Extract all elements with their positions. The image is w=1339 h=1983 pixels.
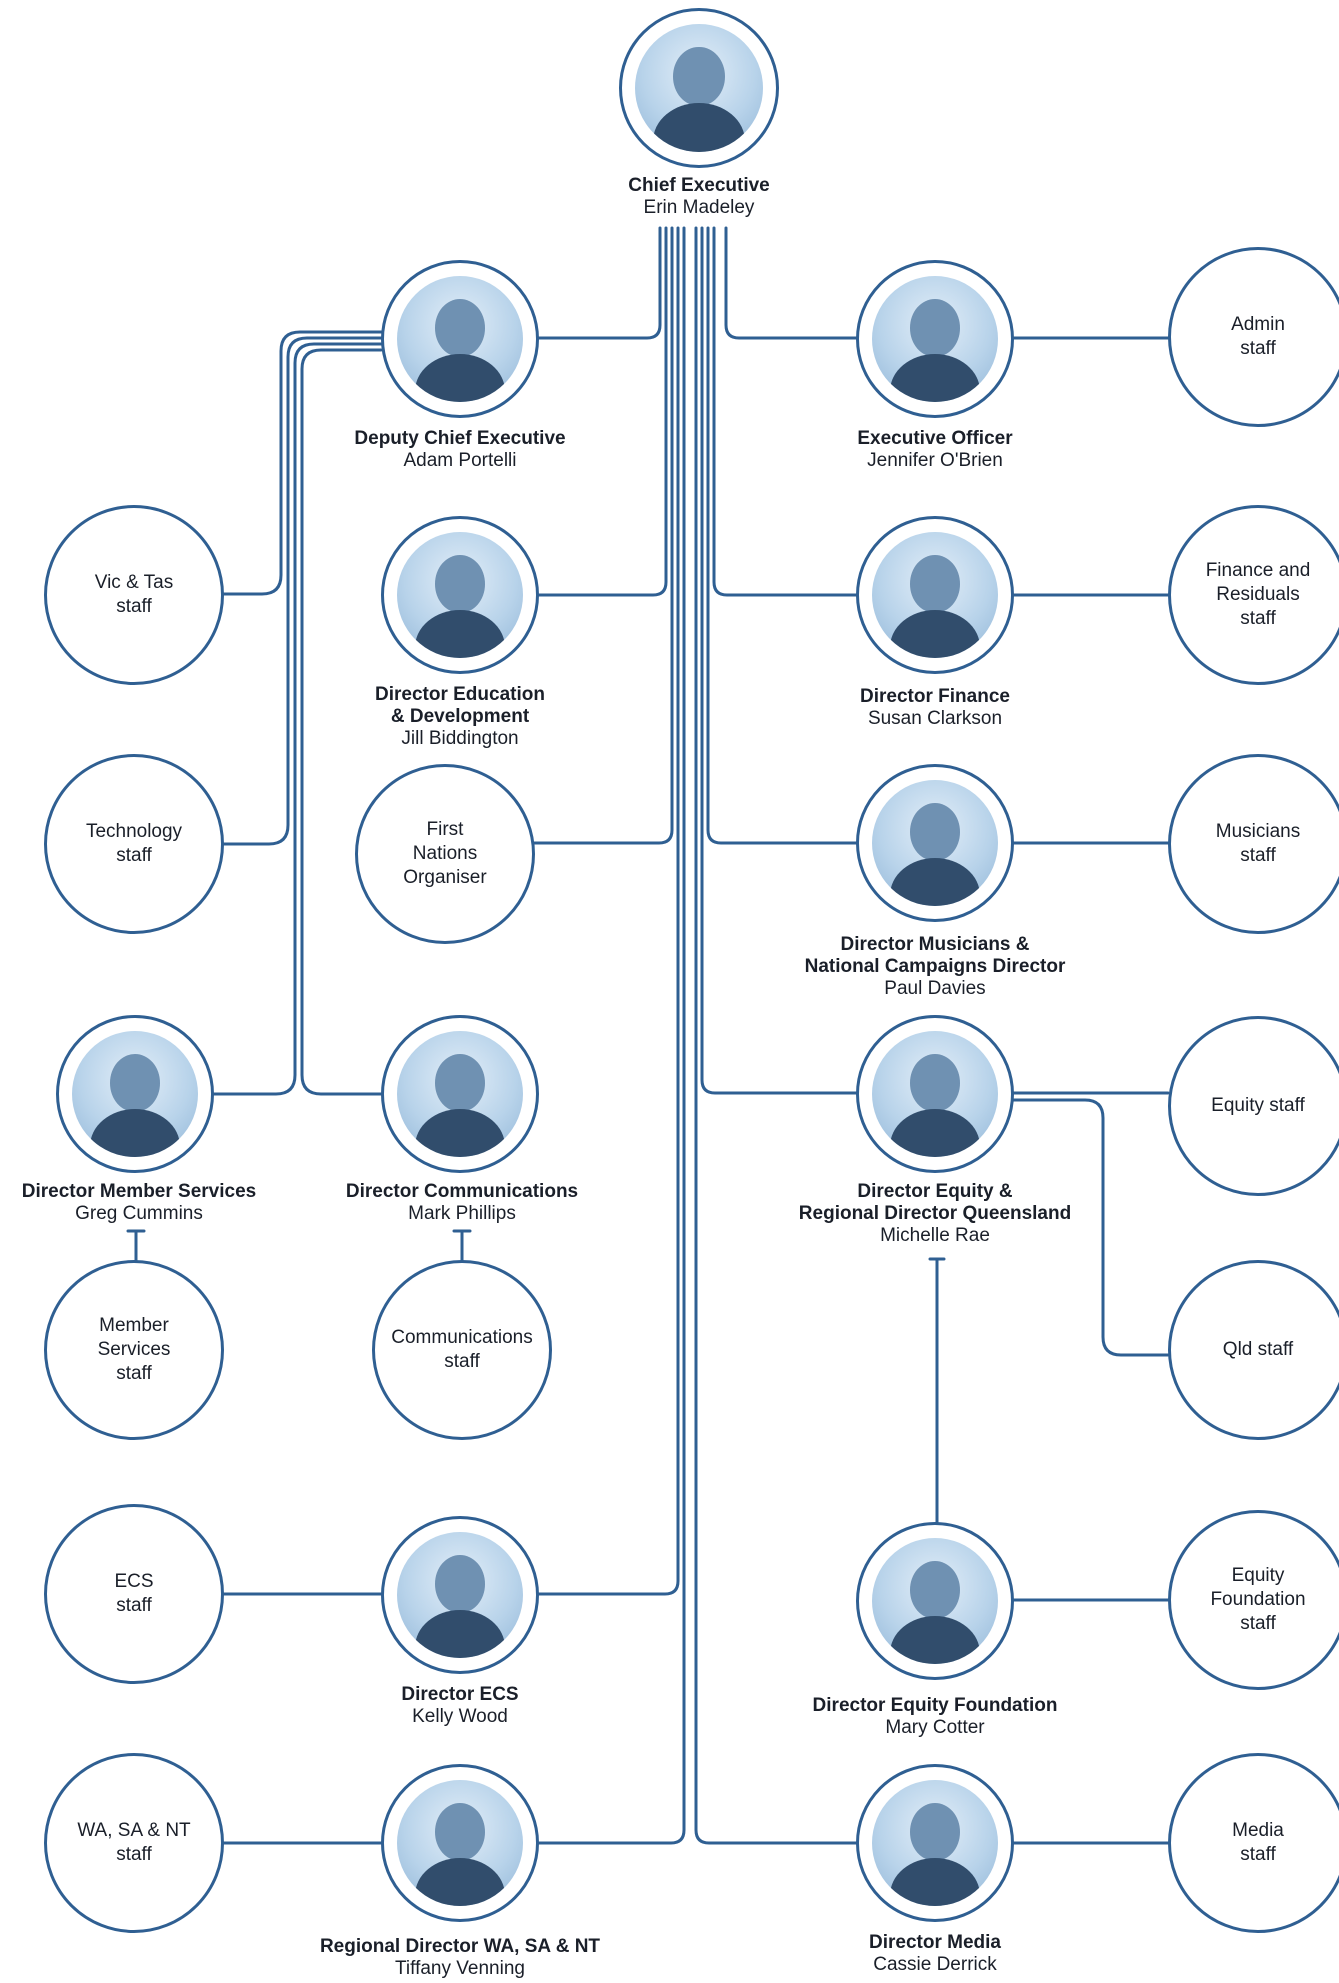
staff-musicians: Musicians staff — [1168, 754, 1339, 934]
label-director-musicians: Director Musicians & National Campaigns … — [804, 934, 1066, 999]
staff-technology: Technology staff — [44, 754, 224, 934]
line-ceo-ecs — [531, 226, 680, 1596]
label-director-finance: Director Finance Susan Clarkson — [860, 686, 1010, 729]
line-deputy-technology — [221, 336, 383, 846]
line-ceo-equity — [700, 226, 865, 1095]
staff-qld: Qld staff — [1168, 1260, 1339, 1440]
line-ceo-education — [531, 226, 668, 597]
staff-admin: Admin staff — [1168, 247, 1339, 427]
line-ceo-first-nations — [531, 226, 674, 845]
staff-communications: Communications staff — [372, 1260, 552, 1440]
photo-deputy-chief-executive — [381, 260, 539, 418]
photo-director-finance — [856, 516, 1014, 674]
photo-director-media — [856, 1764, 1014, 1922]
label-director-communications: Director Communications Mark Phillips — [345, 1181, 579, 1224]
line-ceo-musicians — [706, 226, 865, 845]
label-chief-executive: Chief Executive Erin Madeley — [628, 175, 770, 218]
photo-director-member-services — [56, 1015, 214, 1173]
photo-director-musicians — [856, 764, 1014, 922]
staff-vic-tas: Vic & Tas staff — [44, 505, 224, 685]
staff-finance-residuals: Finance and Residuals staff — [1168, 505, 1339, 685]
line-ceo-finance — [712, 226, 865, 597]
line-ceo-media — [694, 226, 865, 1845]
staff-media: Media staff — [1168, 1753, 1339, 1933]
photo-director-equity — [856, 1015, 1014, 1173]
photo-director-communications — [381, 1015, 539, 1173]
label-director-equity-foundation: Director Equity Foundation Mary Cotter — [812, 1695, 1058, 1738]
staff-member-services: Member Services staff — [44, 1260, 224, 1440]
photo-director-education — [381, 516, 539, 674]
photo-director-ecs — [381, 1516, 539, 1674]
label-deputy-chief-executive: Deputy Chief Executive Adam Portelli — [354, 428, 566, 471]
staff-wa-sa-nt: WA, SA & NT staff — [44, 1753, 224, 1933]
label-director-ecs: Director ECS Kelly Wood — [401, 1684, 519, 1727]
staff-equity-foundation: Equity Foundation staff — [1168, 1510, 1339, 1690]
photo-executive-officer — [856, 260, 1014, 418]
line-equity-qld — [1011, 1098, 1170, 1357]
line-deputy-vic-tas — [221, 330, 383, 596]
label-director-media: Director Media Cassie Derrick — [869, 1932, 1001, 1975]
label-director-education: Director Education & Development Jill Bi… — [375, 684, 545, 749]
label-director-equity: Director Equity & Regional Director Quee… — [798, 1181, 1072, 1246]
staff-equity: Equity staff — [1168, 1016, 1339, 1196]
label-regional-director-wa: Regional Director WA, SA & NT Tiffany Ve… — [319, 1936, 601, 1979]
staff-ecs: ECS staff — [44, 1504, 224, 1684]
line-ceo-exec-officer — [724, 226, 865, 340]
staff-first-nations: First Nations Organiser — [355, 764, 535, 944]
line-deputy-member-services — [211, 342, 383, 1096]
label-executive-officer: Executive Officer Jennifer O'Brien — [857, 428, 1013, 471]
line-ceo-deputy — [531, 226, 662, 340]
line-deputy-communications — [300, 348, 383, 1096]
label-director-member-services: Director Member Services Greg Cummins — [21, 1181, 257, 1224]
photo-regional-director-wa — [381, 1764, 539, 1922]
photo-chief-executive — [619, 8, 779, 168]
photo-director-equity-foundation — [856, 1522, 1014, 1680]
line-ceo-wa — [531, 226, 686, 1845]
